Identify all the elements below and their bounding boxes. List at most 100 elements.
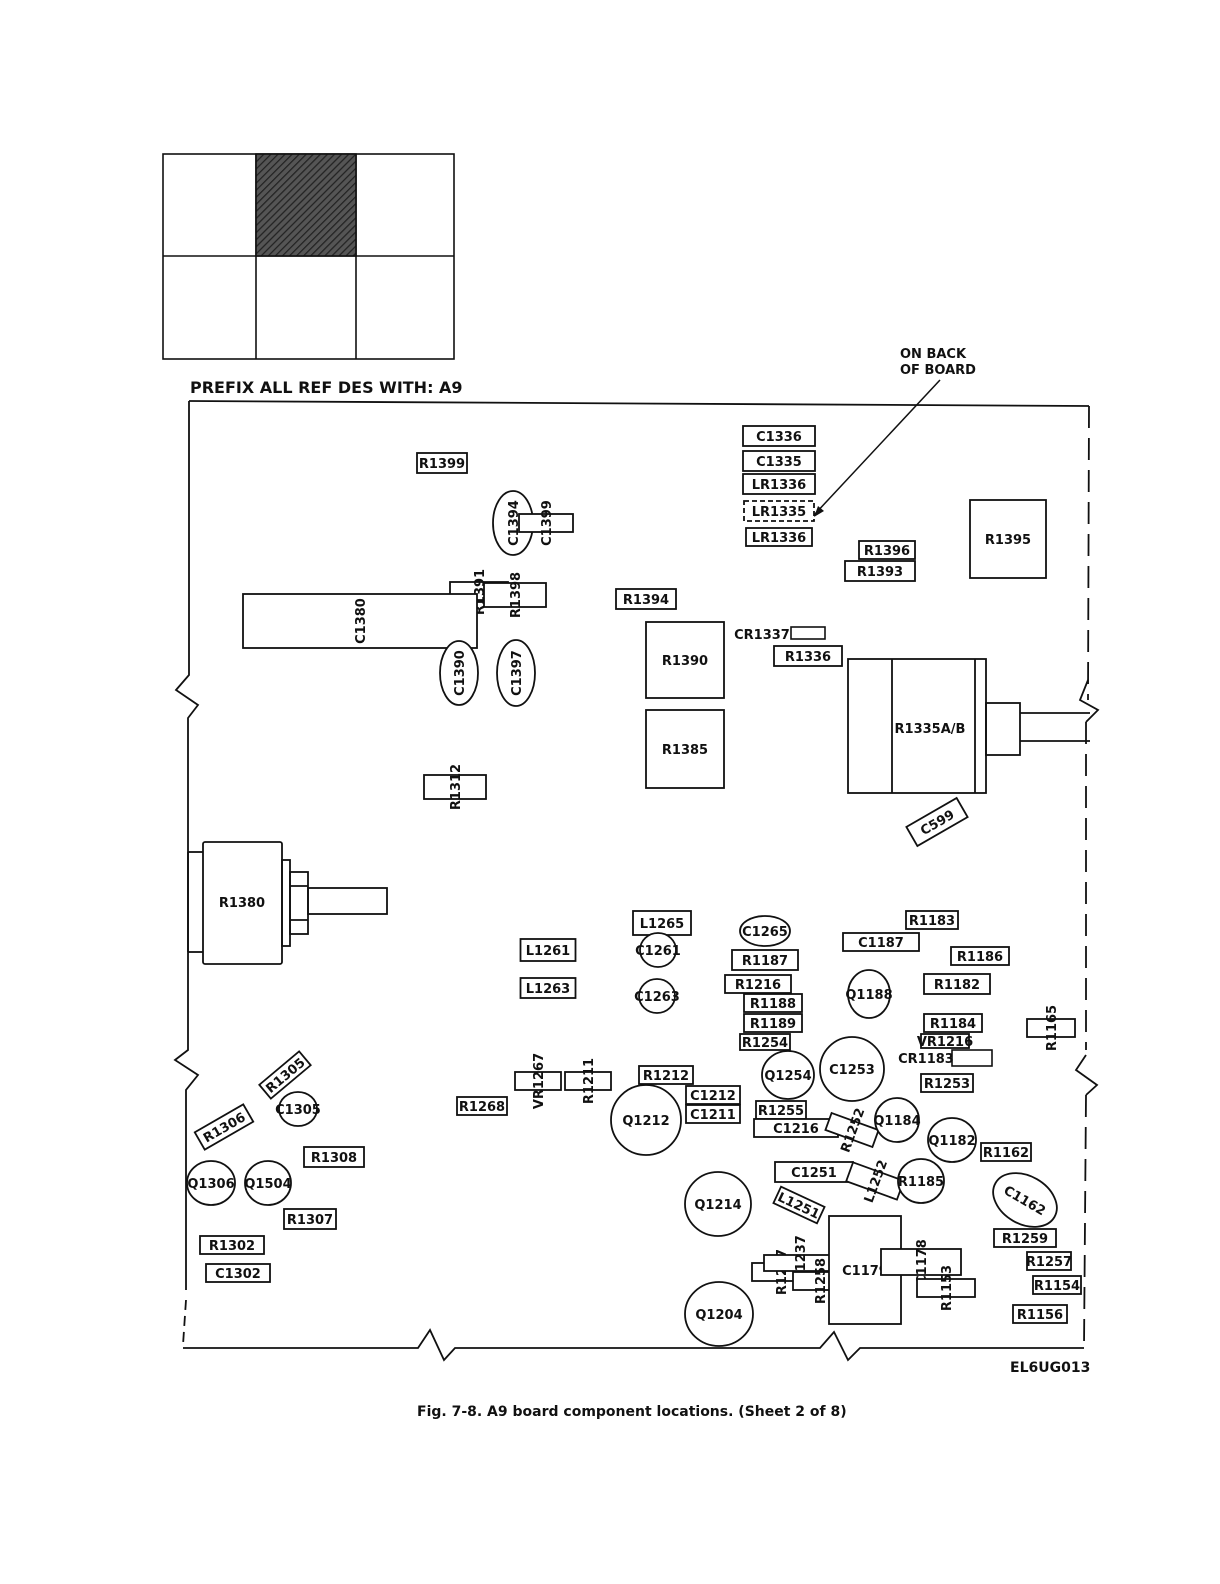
component-r1255: R1255 <box>755 1100 807 1120</box>
component-outline <box>519 977 577 999</box>
component-outline <box>772 1185 826 1225</box>
component-r1399: R1399 <box>416 452 468 474</box>
component-outline <box>423 774 487 800</box>
component-outline <box>761 1050 815 1100</box>
component-l1261: L1261 <box>519 938 577 962</box>
component-outline <box>739 915 791 947</box>
component-l1252: L1252 <box>845 1158 905 1205</box>
component-outline <box>773 645 843 667</box>
component-label: C1394 <box>507 500 522 546</box>
component-l1265: L1265 <box>632 910 692 936</box>
component-label: C1261 <box>635 944 681 959</box>
component-label: L1261 <box>526 944 570 959</box>
component-c1336: C1336 <box>742 425 816 447</box>
component-r1302: R1302 <box>199 1235 265 1255</box>
key-map <box>162 153 455 360</box>
component-outline <box>1026 1018 1076 1038</box>
component-c1394: C1394 <box>492 490 534 556</box>
cr1337-body <box>790 626 826 640</box>
component-q1306: Q1306 <box>186 1160 236 1206</box>
component-label: R1253 <box>924 1077 970 1092</box>
component-r1252: R1252 <box>824 1106 880 1155</box>
component-r1398: R1398 <box>483 572 547 618</box>
component-label: Q1214 <box>694 1198 741 1213</box>
component-r1182: R1182 <box>923 973 991 995</box>
component-label: C1251 <box>791 1166 837 1181</box>
component-outline <box>1012 1304 1068 1324</box>
component-outline <box>844 560 916 582</box>
component-label: R1335A/B <box>895 722 966 737</box>
component-r1188: R1188 <box>743 993 803 1013</box>
component-outline <box>186 1160 236 1206</box>
component-outline <box>416 452 468 474</box>
component-label: R1394 <box>623 593 669 608</box>
component-outline <box>927 1117 977 1163</box>
component-r1307: R1307 <box>283 1208 337 1230</box>
component-label: R1154 <box>1034 1279 1080 1294</box>
component-label: R1259 <box>1002 1232 1048 1247</box>
component-label: Q1306 <box>187 1177 234 1192</box>
component-label: R1182 <box>934 978 980 993</box>
component-label: C1263 <box>634 990 680 1005</box>
component-label: LR1335 <box>752 505 806 520</box>
back-note-line2: OF BOARD <box>900 363 976 378</box>
component-outline <box>739 1033 791 1051</box>
component-label: R1188 <box>750 997 796 1012</box>
component-label: R1212 <box>643 1069 689 1084</box>
component-outline <box>969 499 1047 579</box>
component-label: C1380 <box>354 598 369 644</box>
component-r1268: R1268 <box>456 1096 508 1116</box>
potentiometer-r1335ab <box>847 658 1090 794</box>
component-label: C1390 <box>453 650 468 696</box>
component-outline <box>684 1281 754 1347</box>
component-r1312: R1312 <box>423 764 487 810</box>
component-label: Q1204 <box>695 1308 742 1323</box>
component-outline <box>564 1071 612 1091</box>
component-c599: C599 <box>905 796 969 848</box>
component-outline <box>278 1091 318 1127</box>
component-r1385: R1385 <box>645 709 725 789</box>
component-label: R1162 <box>983 1146 1029 1161</box>
component-outline <box>685 1104 741 1124</box>
component-outline <box>742 450 816 472</box>
component-label: C1336 <box>756 430 802 445</box>
component-q1204: Q1204 <box>684 1281 754 1347</box>
component-outline <box>993 1228 1057 1248</box>
component-label: R1156 <box>1017 1308 1063 1323</box>
component-r1257: R1257 <box>1026 1251 1072 1271</box>
component-outline <box>742 473 816 495</box>
component-label: R1398 <box>509 572 524 618</box>
component-label: C1187 <box>858 936 904 951</box>
component-label: R1399 <box>419 457 465 472</box>
component-q1504: Q1504 <box>244 1160 292 1206</box>
component-outline <box>842 932 920 952</box>
component-outline <box>745 527 813 547</box>
component-label: C1212 <box>690 1089 736 1104</box>
component-label: LR1336 <box>752 531 806 546</box>
component-outline <box>819 1036 885 1102</box>
component-q1184: Q1184 <box>873 1097 921 1143</box>
component-vr1216: VR1216 <box>917 1033 973 1050</box>
component-label: C1399 <box>540 500 555 546</box>
component-label: R1211 <box>582 1058 597 1104</box>
component-outline <box>742 425 816 447</box>
component-label: R1380 <box>219 896 265 911</box>
component-r1393: R1393 <box>844 560 916 582</box>
component-r1380: R1380 <box>219 896 265 911</box>
component-label: L1263 <box>526 982 570 997</box>
component-outline <box>496 639 536 707</box>
component-outline <box>916 1278 976 1298</box>
component-label: R1183 <box>909 914 955 929</box>
component-label: R1395 <box>985 533 1031 548</box>
component-r1394: R1394 <box>615 588 677 610</box>
figure-caption: Fig. 7-8. A9 board component locations. … <box>417 1404 847 1420</box>
component-r1154: R1154 <box>1032 1275 1082 1295</box>
component-label: R1153 <box>940 1265 955 1311</box>
component-c1390: C1390 <box>439 640 479 706</box>
component-lr1335: LR1335 <box>743 500 815 522</box>
arrow-head <box>814 506 824 517</box>
component-label: R1393 <box>857 565 903 580</box>
component-outline <box>684 1171 752 1237</box>
component-label: R1257 <box>1026 1255 1072 1270</box>
